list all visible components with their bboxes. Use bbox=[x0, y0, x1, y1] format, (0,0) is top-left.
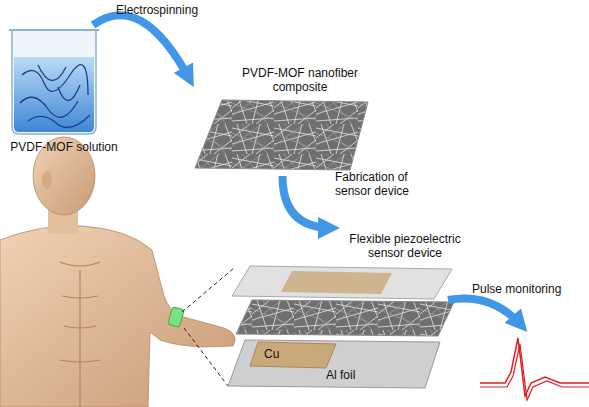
nanofiber-layer bbox=[236, 300, 454, 336]
pulse-waveform bbox=[480, 338, 589, 400]
ear bbox=[42, 171, 52, 189]
leader-line bbox=[182, 268, 234, 386]
beaker-shape bbox=[8, 25, 118, 160]
process-arrow bbox=[283, 176, 333, 228]
nanofiber-mat: PVDF-MOF nanofiber composite bbox=[190, 64, 375, 176]
top-electrode bbox=[281, 271, 392, 294]
top-sheet bbox=[232, 266, 452, 299]
node-label: PVDF-MOF nanofiber composite bbox=[238, 66, 362, 94]
cu-electrode: Cu bbox=[248, 340, 338, 372]
edge-label: Electrospinning bbox=[116, 3, 226, 17]
node-label: Flexible piezoelectric sensor device bbox=[330, 232, 480, 260]
sensor-device: Flexible piezoelectric sensor device Al f… bbox=[222, 228, 480, 393]
torso-arm bbox=[0, 226, 235, 407]
beaker: PVDF-MOF solution bbox=[8, 25, 118, 160]
flow-arrow bbox=[448, 298, 522, 326]
cu-electrode-shape bbox=[248, 340, 338, 372]
node-label: PVDF-MOF solution bbox=[8, 140, 120, 154]
human-figure bbox=[0, 137, 235, 407]
node-label: Al foil bbox=[326, 368, 386, 382]
muscle-lines bbox=[60, 262, 100, 407]
wrist-sensor bbox=[168, 307, 184, 327]
edge-label: Fabrication of sensor device bbox=[335, 170, 430, 198]
process-arrow bbox=[93, 15, 190, 80]
al-foil-layer: Al foil Cu bbox=[226, 336, 442, 390]
node-label: Cu bbox=[264, 347, 294, 361]
annotation-label: Pulse monitoring bbox=[472, 282, 587, 296]
